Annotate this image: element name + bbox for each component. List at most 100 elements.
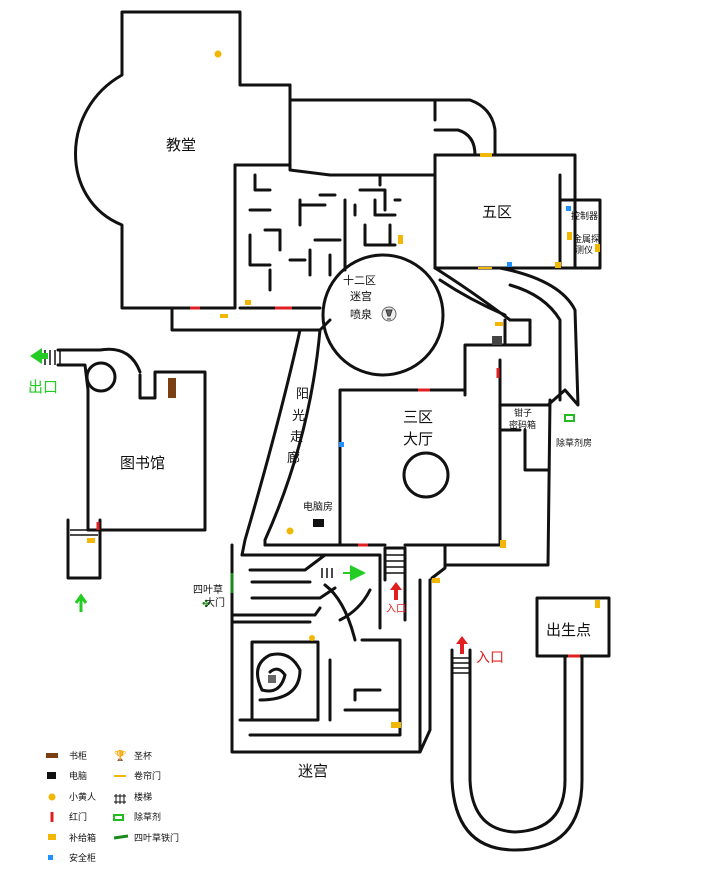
yellow-figure-icon <box>309 635 315 641</box>
pliers-label-2: 密码箱 <box>509 419 536 431</box>
library-round-room <box>85 361 117 393</box>
supply-box-icon <box>432 578 440 583</box>
yellow-figure-icon <box>48 793 56 801</box>
corridor-label-2: 光 <box>292 409 305 424</box>
stair-core <box>383 546 407 622</box>
stairs-icon <box>114 794 126 804</box>
safe-icon <box>507 262 512 267</box>
clover-door-label-2: 大门 <box>205 596 225 609</box>
church-upper-wall <box>233 83 292 167</box>
computer-icon <box>313 519 324 527</box>
legend-label: 书柜 <box>69 750 87 762</box>
yellow-figure-icon <box>286 527 294 535</box>
zone5-walls <box>433 153 602 270</box>
supply-box-icon <box>398 235 403 244</box>
legend-label: 安全柜 <box>69 852 96 864</box>
supply-box-icon <box>391 722 401 728</box>
exit-arrow-icon <box>30 348 48 364</box>
legend-label: 卷帘门 <box>134 770 161 782</box>
metal-detector-label-1: 金属探 <box>573 233 600 245</box>
supply-box-icon <box>495 322 503 326</box>
safe-icon <box>339 442 344 447</box>
legend-label: 四叶草铁门 <box>134 832 179 844</box>
clover-door-label-1: 四叶草 <box>193 584 223 596</box>
legend-label: 红门 <box>69 811 87 823</box>
church-inner-curve <box>433 128 477 157</box>
corridor-label-3: 走 <box>290 430 303 445</box>
spawn-label: 出生点 <box>546 621 591 639</box>
supply-box-icon <box>245 300 251 305</box>
stairs-icon <box>386 554 404 574</box>
computer-room-label: 电脑房 <box>303 500 333 513</box>
yellow-figure-icon <box>214 50 222 58</box>
corridor-label-4: 廊 <box>287 450 300 466</box>
clover-icon: ✤ <box>202 599 210 610</box>
supply-box-icon <box>48 834 56 840</box>
safe-icon <box>566 206 571 211</box>
supply-box-icon <box>567 232 572 240</box>
entrance-label-1: 入口 <box>386 604 406 615</box>
exit-label: 出口 <box>28 378 58 396</box>
supply-box-icon <box>500 540 506 548</box>
supply-box-icon <box>595 244 600 252</box>
maze12-inner <box>248 173 402 292</box>
zone12-label-2: 迷宫 <box>350 289 372 303</box>
controller-label: 控制器 <box>571 210 598 222</box>
computer-icon <box>492 336 502 345</box>
maze12-corridor <box>170 266 512 332</box>
supply-box-icon <box>595 600 600 608</box>
hall-statue-circle <box>402 451 450 499</box>
stairs-icon <box>70 529 98 536</box>
zone3-label-1: 三区 <box>403 408 433 426</box>
maze-walls <box>230 543 432 754</box>
walls <box>56 10 611 852</box>
fountain-circle <box>321 253 445 377</box>
supply-box-icon <box>555 262 561 268</box>
metal-detector-label-2: 测仪 <box>575 245 593 256</box>
maze12-walls <box>233 153 577 310</box>
grail-icon: 🏆 <box>114 749 127 762</box>
spawn-u-corridor <box>450 648 584 852</box>
corridor-label-1: 阳 <box>296 387 309 402</box>
arrows <box>30 348 468 654</box>
church-label: 教堂 <box>166 136 196 154</box>
supply-box-icon <box>220 314 228 318</box>
library-entry-arrow-icon <box>74 593 88 612</box>
markers: ✤ <box>87 50 600 728</box>
herbicide-room-label: 除草剂房 <box>556 437 592 449</box>
entrance-arrow-icon <box>456 636 468 654</box>
church-to-zone5-path <box>433 98 497 157</box>
herbicide-icon <box>113 814 124 821</box>
zone5-label: 五区 <box>482 203 512 221</box>
zone3-walls <box>263 318 552 580</box>
supply-box-icon <box>480 153 492 157</box>
legend-label: 小黄人 <box>69 791 96 803</box>
sunny-corridor <box>240 328 322 557</box>
legend-label: 补给箱 <box>69 832 96 844</box>
stairs-group <box>44 350 469 674</box>
maze-label: 迷宫 <box>298 762 328 780</box>
library-spiral <box>56 347 142 392</box>
zone12-label-1: 十二区 <box>343 273 376 287</box>
legend-label: 楼梯 <box>134 791 152 803</box>
entrance-arrow-icon <box>390 582 402 600</box>
zone3-label-2: 大厅 <box>403 430 433 448</box>
library-exit-corridor <box>66 518 102 580</box>
clover-iron-door-icon <box>113 834 129 840</box>
computer-icon <box>268 675 276 683</box>
grail-icon <box>381 306 397 322</box>
safe-icon <box>48 855 53 860</box>
stairs-icon <box>453 657 469 674</box>
legend-label: 圣杯 <box>134 750 152 762</box>
stairs-icon <box>321 568 333 578</box>
legend-label: 电脑 <box>69 770 87 782</box>
herbicide-icon <box>564 414 575 422</box>
library-walls <box>86 370 207 532</box>
computer-icon <box>47 772 56 779</box>
pliers-label-1: 钳子 <box>514 407 532 419</box>
supply-box-icon <box>87 538 95 543</box>
entrance-label-2: 入口 <box>476 650 504 666</box>
zone12-label-3: 喷泉 <box>350 307 372 321</box>
